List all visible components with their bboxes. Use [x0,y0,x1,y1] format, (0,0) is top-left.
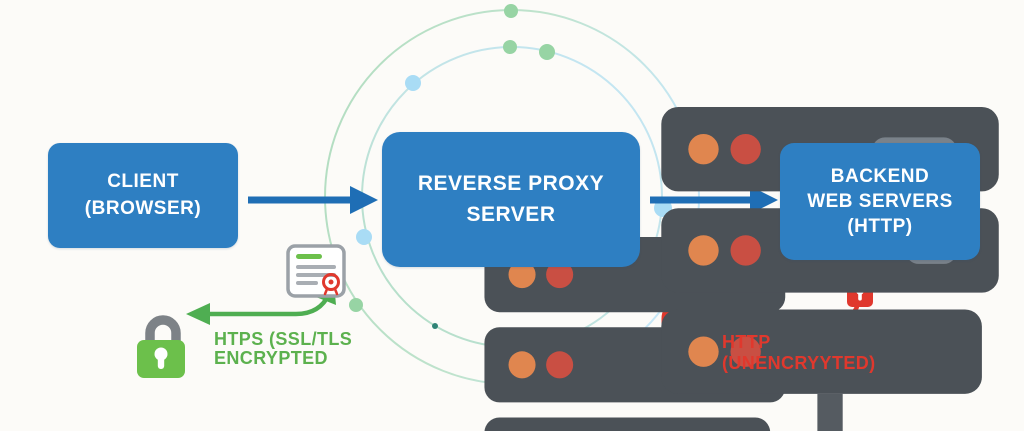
node-proxy-label-line1: REVERSE PROXY [417,172,605,196]
node-client-label-line1: CLIENT [107,170,179,192]
unencrypted-caption-line1: HTTP [722,332,771,352]
closed-padlock-icon [137,315,185,378]
encrypted-caption-line2: ENCRYPTED [214,348,328,369]
unencrypted-caption-line2: (UNENCRYYTED) [722,352,876,373]
encrypted-caption: HTPS (SSL/TLS ENCRYPTED [214,329,353,369]
encrypted-caption-line1: HTPS (SSL/TLS [214,329,353,349]
node-backend-web-servers: BACKEND WEB SERVERS (HTTP) [780,143,980,260]
node-backend-label-line2: WEB SERVERS [807,190,953,212]
proxy-to-backend-arrow [650,186,778,214]
unencrypted-caption: HTTP (UNENCRYYTED) [722,332,876,374]
node-reverse-proxy-server: REVERSE PROXY SERVER [382,132,640,267]
node-proxy-label-line2: SERVER [466,202,556,226]
node-backend-label-line1: BACKEND [830,165,930,187]
node-backend-label-line3: (HTTP) [847,216,913,238]
node-client-label-line2: (BROWSER) [84,197,202,219]
ssl-certificate-icon [286,244,346,298]
node-client-browser: CLIENT (BROWSER) [48,143,238,248]
client-to-proxy-arrow [248,186,378,214]
